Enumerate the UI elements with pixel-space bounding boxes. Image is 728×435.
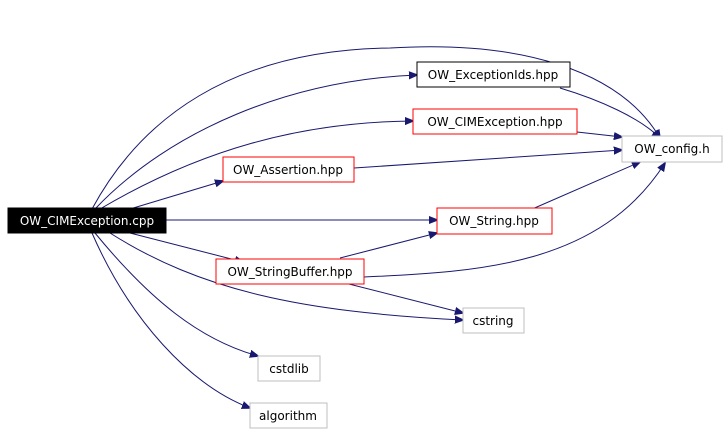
node-config-label: OW_config.h	[634, 142, 709, 156]
edge-string-buffer-cstring	[344, 282, 463, 313]
edge-exception-ids-config	[559, 87, 660, 138]
node-config[interactable]: OW_config.h	[621, 135, 723, 163]
node-string-buffer-label: OW_StringBuffer.hpp	[227, 265, 352, 279]
node-assertion[interactable]: OW_Assertion.hpp	[222, 156, 355, 183]
edge-root-cstdlib	[94, 232, 258, 356]
edge-assertion-config	[353, 150, 622, 169]
edge-string-buffer-config	[363, 163, 665, 278]
edge-cim-exception-config	[576, 131, 622, 137]
node-cstring[interactable]: cstring	[462, 307, 525, 334]
node-string-buffer[interactable]: OW_StringBuffer.hpp	[215, 258, 365, 285]
node-exception-ids-label: OW_ExceptionIds.hpp	[428, 68, 558, 82]
node-cstring-label: cstring	[472, 314, 513, 328]
edge-string-config	[529, 162, 640, 211]
node-string[interactable]: OW_String.hpp	[436, 207, 553, 235]
node-root-label: OW_CIMException.cpp	[20, 214, 154, 228]
edge-root-config	[91, 46, 660, 210]
node-algorithm[interactable]: algorithm	[249, 402, 328, 429]
node-exception-ids[interactable]: OW_ExceptionIds.hpp	[416, 61, 571, 88]
edge-root-exception-ids	[94, 75, 417, 210]
edge-root-assertion	[129, 181, 223, 210]
node-cstdlib-label: cstdlib	[269, 362, 308, 376]
edge-root-cim-exception	[99, 121, 413, 210]
node-root[interactable]: OW_CIMException.cpp	[7, 207, 167, 234]
edge-root-cstring	[109, 232, 463, 320]
node-cim-exception[interactable]: OW_CIMException.hpp	[412, 108, 578, 135]
edge-root-algorithm	[91, 232, 250, 408]
node-cstdlib[interactable]: cstdlib	[257, 355, 321, 382]
node-string-label: OW_String.hpp	[449, 214, 539, 228]
edge-root-string-buffer	[129, 232, 243, 262]
node-cim-exception-label: OW_CIMException.hpp	[427, 115, 562, 129]
node-algorithm-label: algorithm	[259, 409, 317, 423]
node-assertion-label: OW_Assertion.hpp	[233, 163, 343, 177]
edge-string-buffer-string	[339, 233, 437, 259]
